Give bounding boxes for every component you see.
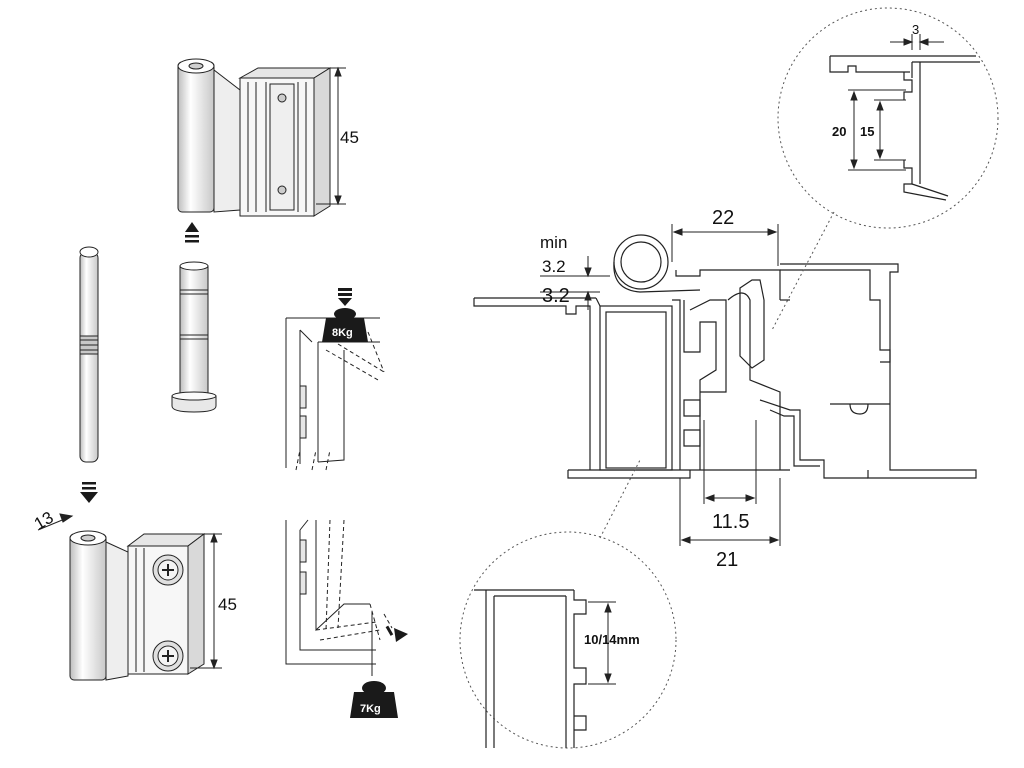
detail-label-glass: 10/14mm	[584, 632, 640, 647]
profile-cross-section	[473, 234, 977, 479]
hinge-bottom	[69, 530, 206, 681]
arrow-down-icon	[80, 482, 98, 503]
weight-label-bottom: 7Kg	[360, 703, 381, 715]
arrow-diagonal-icon	[385, 625, 408, 642]
dimension-bottom-hinge	[37, 513, 222, 670]
detail-label-15: 15	[860, 124, 874, 139]
dimension-label-3-2-a: 3.2	[542, 257, 566, 276]
hinge-pin	[79, 246, 99, 463]
profile-dimensions	[540, 224, 781, 546]
arrow-up-icon	[185, 222, 199, 243]
dimension-label-min: min	[540, 233, 567, 252]
detail-label-20: 20	[832, 124, 846, 139]
load-test-top-frame	[285, 317, 385, 471]
detail-circle-top: 3 20 15	[771, 7, 999, 331]
detail-label-3: 3	[912, 22, 919, 37]
dimension-top-hinge	[316, 66, 346, 206]
dimension-label-45-bottom: 45	[218, 595, 237, 614]
dimension-label-45-top: 45	[340, 128, 359, 147]
weight-top-icon	[322, 288, 368, 342]
dimension-label-21: 21	[716, 549, 738, 571]
weight-bottom-icon	[350, 681, 398, 718]
dimension-label-3-2-b: 3.2	[542, 285, 570, 307]
dimension-label-13: 13	[31, 508, 57, 534]
weight-label-top: 8Kg	[332, 327, 353, 339]
load-test-bottom-frame	[285, 519, 393, 676]
hinge-top	[177, 58, 332, 217]
detail-circle-bottom: 10/14mm	[459, 459, 677, 749]
dimension-label-22: 22	[712, 207, 734, 229]
hinge-bushing	[171, 261, 217, 413]
dimension-label-11-5: 11.5	[712, 511, 749, 533]
